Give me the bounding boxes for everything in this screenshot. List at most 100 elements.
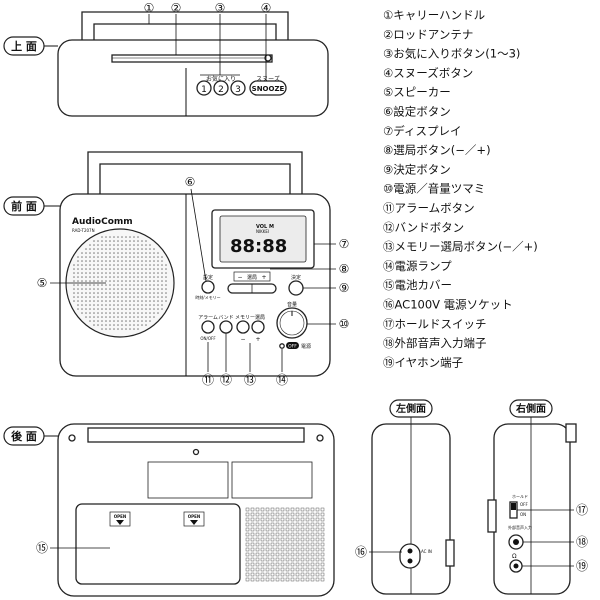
settings-button[interactable]: [201, 280, 215, 294]
back-view: 後 面 OPEN OPEN ⑮: [3, 423, 335, 597]
enter-label: 決定: [291, 274, 301, 281]
label-area-right: [231, 461, 313, 499]
legend-item: ⑰ホールドスイッチ: [383, 317, 487, 331]
legend-item: ⑬メモリー選局ボタン(−／+): [383, 240, 538, 254]
legend-item: ⑯AC100V 電源ソケット: [383, 298, 513, 312]
brand-logo: AudioComm: [72, 217, 133, 227]
memory-plus-label: +: [255, 336, 260, 343]
hold-label: ホールド: [512, 494, 528, 499]
callout-15: ⑮: [36, 541, 48, 555]
band-label: バンド: [218, 315, 233, 321]
parts-legend: ①キャリーハンドル ②ロッドアンテナ ③お気に入りボタン(1〜3) ④スヌーズボタン ⑤…: [383, 8, 538, 369]
volume-label: 音量: [287, 301, 297, 308]
callout-7: ⑦: [339, 237, 350, 251]
settings-label: 設定: [203, 274, 213, 281]
legend-item: ⑤スピーカー: [383, 85, 451, 99]
callout-18: ⑱: [576, 535, 588, 549]
callout-1: ①: [144, 1, 155, 15]
legend-item: ⑮電池カバー: [383, 278, 452, 292]
view-label-back: 後 面: [11, 429, 37, 443]
radio-body-top: [57, 39, 329, 117]
callout-17: ⑰: [576, 503, 588, 517]
hold-off-label: OFF: [520, 502, 528, 507]
callout-4: ④: [261, 1, 272, 15]
right-side-view: 右側面 ホールド OFF ON 外部音声入力 Ω ⑰ ⑱ ⑲: [487, 399, 588, 595]
view-label-top: 上 面: [11, 39, 37, 53]
legend-item: ⑧選局ボタン(−／+): [383, 143, 491, 157]
battery-cover[interactable]: [75, 503, 241, 585]
callout-9: ⑨: [339, 281, 350, 295]
enter-button[interactable]: [288, 280, 304, 296]
tune-minus-label: −: [237, 274, 242, 281]
snooze-button-label: SNOOZE: [252, 85, 285, 93]
callout-13: ⑬: [244, 373, 256, 387]
favorite-button-2[interactable]: [213, 80, 229, 96]
open-tab-1[interactable]: [109, 511, 131, 527]
callout-10: ⑩: [339, 317, 350, 331]
legend-item: ⑥設定ボタン: [383, 105, 451, 119]
handle-slot: [87, 427, 305, 443]
speaker-dots: [73, 236, 167, 330]
front-view: 前 面 AudioComm RAD-T207N VOL M NIKKEI 88:…: [3, 151, 350, 387]
power-tag: [286, 342, 299, 349]
alarm-label: アラーム: [198, 315, 218, 321]
alarm-button[interactable]: [201, 320, 215, 334]
callout-6: ⑥: [185, 175, 196, 189]
favorite-button-2-label: 2: [218, 85, 224, 95]
model-number: RAD-T207N: [72, 228, 95, 233]
hold-on-label: ON: [520, 512, 526, 517]
snooze-caption: スヌーズ: [256, 75, 280, 83]
legend-item: ⑨決定ボタン: [383, 162, 451, 176]
memory-minus-button[interactable]: [236, 320, 250, 334]
callout-3: ③: [215, 1, 226, 15]
callout-8: ⑧: [339, 262, 350, 276]
ac-in-label: AC IN: [421, 549, 432, 554]
memory-minus-label: −: [240, 336, 245, 343]
earphone-icon: Ω: [512, 553, 517, 560]
band-button[interactable]: [219, 320, 233, 334]
tune-label: 選局: [247, 274, 257, 281]
legend-item: ⑫バンドボタン: [383, 220, 464, 234]
snooze-button[interactable]: [249, 80, 287, 96]
display-vol: VOL M: [256, 224, 274, 230]
callout-16: ⑯: [355, 545, 367, 559]
left-side-view: 左側面 AC IN ⑯: [355, 399, 455, 595]
legend-item: ②ロッドアンテナ: [383, 27, 473, 41]
favorite-button-1-label: 1: [201, 85, 207, 95]
label-area-left: [147, 461, 229, 499]
legend-item: ⑪アラームボタン: [383, 201, 475, 215]
open-tab-2-label: OPEN: [188, 514, 200, 519]
power-tag-label: OFF: [288, 344, 297, 350]
power-lamp-label: 電源: [301, 343, 311, 350]
callout-5: ⑤: [37, 276, 48, 290]
tune-plus-label: +: [261, 274, 266, 281]
favorite-button-3-label: 3: [235, 85, 241, 95]
legend-item: ⑭電源ランプ: [383, 259, 452, 273]
legend-item: ⑦ディスプレイ: [383, 124, 462, 138]
legend-item: ③お気に入りボタン(1〜3): [383, 47, 520, 61]
legend-item: ⑱外部音声入力端子: [383, 336, 487, 350]
ext-input-label: 外部音声入力: [508, 524, 532, 530]
open-tab-1-label: OPEN: [114, 514, 126, 519]
memory-label: メモリー選局: [235, 314, 265, 321]
legend-item: ①キャリーハンドル: [383, 8, 485, 22]
display-preset: NIKKEI: [256, 229, 269, 234]
right-side-body: [493, 423, 571, 595]
ac-socket[interactable]: [399, 543, 421, 569]
legend-item: ④スヌーズボタン: [383, 66, 473, 80]
legend-item: ⑲イヤホン端子: [383, 355, 463, 369]
callout-2: ②: [171, 1, 182, 15]
lcd-display: [219, 215, 307, 263]
memory-plus-button[interactable]: [251, 320, 265, 334]
callout-19: ⑲: [576, 559, 588, 573]
callout-11: ⑪: [202, 373, 214, 387]
rod-antenna: [111, 54, 273, 63]
open-tab-2[interactable]: [183, 511, 205, 527]
speaker-vent-grid: [245, 507, 325, 582]
favorite-button-3[interactable]: [230, 80, 246, 96]
favorite-button-1[interactable]: [196, 80, 212, 96]
top-view: 上 面 お気に入り 1 2 3 スヌーズ SNOOZE ① ② ③ ④: [3, 1, 329, 117]
view-label-front: 前 面: [11, 199, 37, 213]
callout-12: ⑫: [220, 373, 232, 387]
